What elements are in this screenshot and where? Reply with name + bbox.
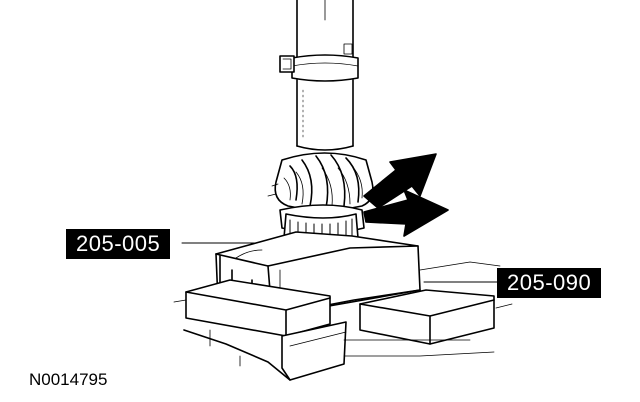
indicator-arrows — [363, 153, 449, 237]
press-bed — [173, 261, 513, 381]
tool-callout-205-005: 205-005 — [66, 229, 171, 259]
press-ram — [279, 0, 359, 151]
figure-id-label: N0014795 — [29, 370, 108, 389]
tool-callout-205-090: 205-090 — [497, 268, 602, 298]
pinion-gear — [267, 152, 374, 211]
